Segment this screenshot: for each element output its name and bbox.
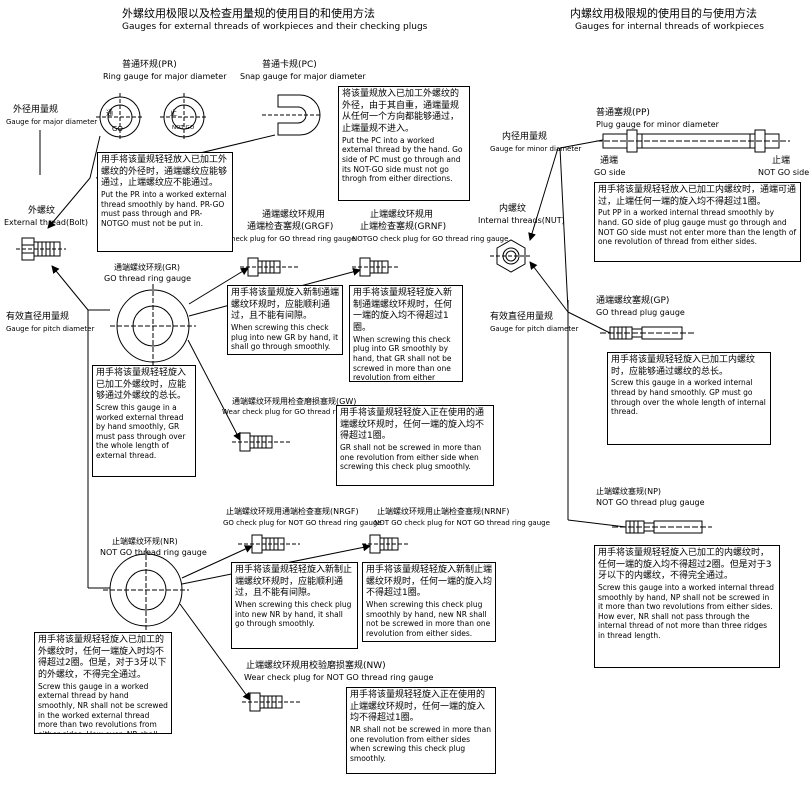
grnf-description: 用手将该量规轻轻旋入新制通端螺纹环规时，任何一端的旋入均不得超过1圈。 When… [349,285,463,382]
grgf-title-2: 通端检查塞规(GRGF) [247,222,334,232]
pp-go-cn: 通端 [600,156,619,166]
external-section-subtitle: Gauges for external threads of workpiece… [122,22,428,32]
pp-plug-gauge-icon [596,129,790,153]
gr-subtitle: GO thread ring gauge [104,274,192,283]
outer-gauge-title: 外径用量规 [13,105,59,115]
pr-notgo-mark: 止 [170,109,177,117]
gp-subtitle: GO thread plug gauge [596,308,685,317]
nw-description: 用手将该量规轻轻旋入正在使用的止端螺纹环规时，任何一端的旋入均不得超过1圈。 N… [346,687,496,774]
pp-go-en: GO side [594,168,626,177]
nrnf-title: 止端螺纹环规用止端检查塞规(NRNF) [377,507,510,516]
pr-go-label: GO [112,125,123,133]
int-thread-subtitle: Internal threads(NUT) [478,216,565,225]
nr-ring-icon [103,548,189,632]
inner-gauge-subtitle: Gauge for minor diameter [490,145,582,153]
nr-subtitle: NOT GO thread ring gauge [100,548,207,557]
np-title: 止端螺纹塞规(NP) [596,487,662,496]
bolt-icon [16,237,66,261]
pc-title: 普通卡规(PC) [262,60,317,70]
nut-icon [490,239,532,273]
pitch-left-title: 有效直径用量规 [6,312,70,322]
gp-title: 通端螺纹塞规(GP) [596,296,670,306]
grgf-subtitle: GO check plug for GO thread ring gauge [214,235,356,243]
pr-notgo-ring-icon [160,93,208,141]
internal-section-subtitle: Gauges for internal threads of workpiece… [575,22,764,32]
nr-title: 止端螺纹环规(NR) [112,537,178,546]
nrgf-description: 用手将该量规轻轻旋入新制止端螺纹环规时，应能顺利通过，且不能有间隙。 When … [231,562,358,649]
gr-title: 通端螺纹环规(GR) [114,263,180,272]
nrgf-plug-icon [238,534,300,554]
np-plug-gauge-icon [612,520,712,534]
grnf-subtitle: NOTGO check plug for GO thread ring gaug… [352,235,509,243]
gr-description: 用手将该量规轻轻旋入已加工外螺纹时，应能够通过外螺纹的总长。 Screw thi… [92,365,196,477]
pitch-right-subtitle: Gauge for pitch diameter [490,325,579,333]
pr-subtitle: Ring gauge for major diameter [103,72,227,81]
nrnf-plug-icon [362,534,410,554]
nw-subtitle: Wear check plug for NOT GO thread ring g… [244,673,434,682]
internal-section-title: 内螺纹用极限规的使用目的与使用方法 [570,7,757,20]
nrnf-description: 用手将该量规轻轻旋入新制止端螺纹环规时，任何一端的旋入均不得超过1圈。 When… [362,562,496,642]
gp-plug-gauge-icon [600,326,694,340]
gr-ring-icon [110,284,196,368]
ext-thread-subtitle: External thread(Bolt) [4,218,88,227]
nrnf-subtitle: NOT GO check plug for NOT GO thread ring… [374,519,550,527]
nw-title: 止端螺纹环规用校验磨损塞规(NW) [246,661,386,671]
inner-gauge-title: 内径用量规 [502,132,548,142]
pr-title: 普通环规(PR) [122,60,177,70]
pp-notgo-cn: 止端 [772,156,791,166]
pc-subtitle: Snap gauge for major diameter [240,72,366,81]
nw-plug-icon [242,692,300,712]
pp-title: 普通塞规(PP) [596,108,650,118]
gw-plug-icon [232,432,290,452]
ext-thread-title: 外螺纹 [28,206,56,216]
pp-notgo-en: NOT GO side [758,168,810,177]
pr-notgo-label: NOT GO [172,125,195,131]
gp-description: 用手将该量规轻轻旋入已加工内螺纹时，应能够通过螺纹的总长。 Screw this… [607,352,771,445]
pp-subtitle: Plug gauge for minor diameter [596,120,719,129]
grnf-plug-icon [352,257,400,277]
nrgf-title: 止端螺纹环规用通端检查塞规(NRGF) [226,507,359,516]
gw-title: 通端螺纹环规用检查磨损塞规(GW) [232,397,357,406]
grnf-title-1: 止端螺纹环规用 [370,210,434,220]
np-description: 用手将该量规轻轻旋入已加工的内螺纹时，任何一端的旋入均不得超过2圈。但是对于3牙… [594,545,780,668]
pc-snap-gauge-icon [277,94,321,136]
pr-go-ring-icon [96,93,144,141]
external-section-title: 外螺纹用极限以及检查用量规的使用目的和使用方法 [122,7,375,20]
grgf-title-1: 通端螺纹环规用 [262,210,326,220]
np-subtitle: NOT GO thread plug gauge [596,498,705,507]
nrgf-subtitle: GO check plug for NOT GO thread ring gau… [223,519,382,527]
pitch-right-title: 有效直径用量规 [490,312,554,322]
gw-description: 用手将该量规轻轻旋入正在使用的通端螺纹环规时，任何一端的旋入均不得超过1圈。 G… [336,405,494,486]
nr-description: 用手将该量规轻轻旋入已加工的外螺纹时，任何一端旋入时均不得超过2圈。但是，对于3… [34,632,172,734]
pitch-left-subtitle: Gauge for pitch diameter [6,325,95,333]
grgf-plug-icon [240,257,300,277]
pr-description: 用手将该量规轻轻放入已加工外螺纹的外径时，通端螺纹应能够通过，止端螺纹应不能通过… [97,152,233,252]
pc-description: 将该量规放入已加工外螺纹的外径，由于其自重，通端量规从任何一个方向都能够通过，止… [338,86,470,201]
pr-go-mark: 通 [106,109,113,117]
int-thread-title: 内螺纹 [499,204,527,214]
grgf-description: 用手将该量规旋入新制通端螺纹环规时，应能顺利通过，且不能有间隙。 When sc… [227,285,343,355]
pp-description: 用手将该量规轻轻放入已加工内螺纹时，通端可通过，止端任何一端的旋入均不得超过1圈… [594,182,801,262]
grnf-title-2: 止端检查塞规(GRNF) [360,222,447,232]
gw-subtitle: Wear check plug for GO thread ring gauge [222,408,371,416]
outer-gauge-subtitle: Gauge for major diameter [6,118,98,126]
